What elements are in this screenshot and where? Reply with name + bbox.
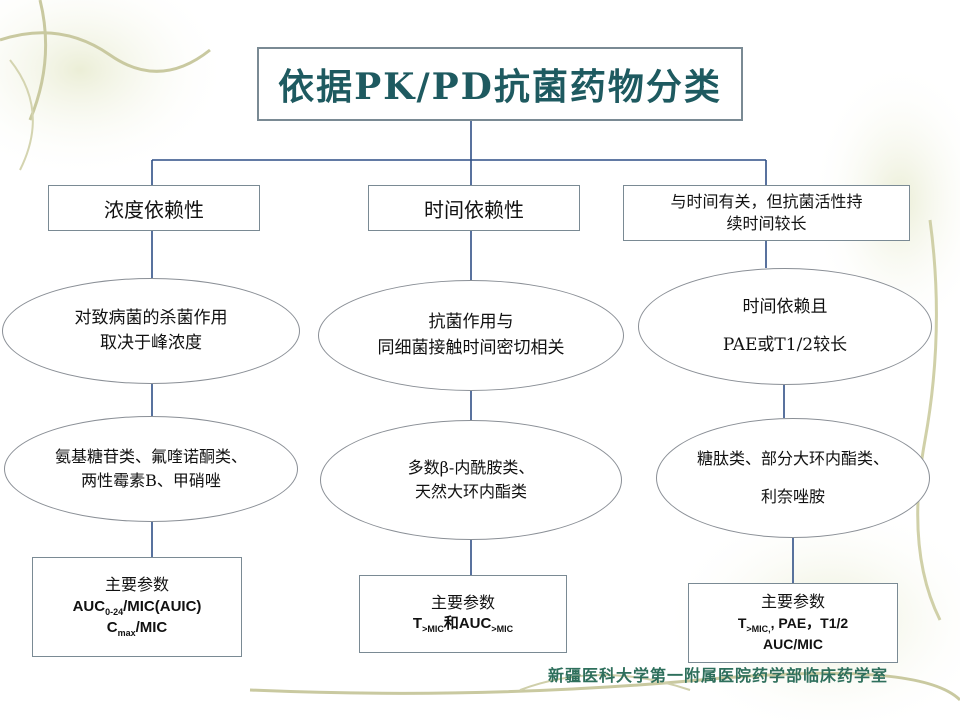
category-label: 时间依赖性 [424,197,524,222]
param-line: AUC/MIC [763,635,823,652]
mechanism-line: PAE或T1/2较长 [722,334,848,355]
params-box-time: 主要参数 T>MIC和AUC>MIC [359,575,567,653]
params-label: 主要参数 [430,594,495,612]
drug-line: 多数β-内酰胺类、 [407,458,535,477]
drug-line: 氨基糖苷类、氟喹诺酮类、 [54,447,247,466]
category-label: 浓度依赖性 [104,197,204,222]
drug-line: 糖肽类、部分大环内酯类、 [696,448,889,468]
mechanism-line: 取决于峰浓度 [100,333,202,353]
drug-line: 两性霉素B、甲硝唑 [81,471,221,490]
params-label: 主要参数 [760,594,825,612]
mechanism-line: 抗菌作用与 [428,312,514,332]
page-title: 依据PK/PD抗菌药物分类 [278,66,722,108]
category-box-time: 时间依赖性 [368,185,580,231]
param-line: T>MIC和AUC>MIC [412,615,514,635]
drug-ellipse-time-prolonged: 糖肽类、部分大环内酯类、 利奈唑胺 [656,418,930,538]
mechanism-ellipse-time: 抗菌作用与 同细菌接触时间密切相关 [318,280,624,391]
category-label: 与时间有关，但抗菌活性持 [670,192,863,212]
mechanism-line: 时间依赖且 [742,297,828,318]
mechanism-ellipse-concentration: 对致病菌的杀菌作用 取决于峰浓度 [2,278,300,384]
drug-ellipse-concentration: 氨基糖苷类、氟喹诺酮类、 两性霉素B、甲硝唑 [4,416,298,522]
footer-credit: 新疆医科大学第一附属医院药学部临床药学室 [548,666,889,685]
params-box-concentration: 主要参数 AUC0-24/MIC(AUIC) Cmax/MIC [32,557,242,657]
param-line: Cmax/MIC [106,618,168,638]
mechanism-line: 同细菌接触时间密切相关 [377,337,565,358]
params-box-time-prolonged: 主要参数 T>MIC,, PAE，T1/2 AUC/MIC [688,583,898,663]
category-box-concentration: 浓度依赖性 [48,185,260,231]
drug-line: 天然大环内酯类 [414,482,527,501]
params-label: 主要参数 [104,577,169,595]
drug-ellipse-time: 多数β-内酰胺类、 天然大环内酯类 [320,420,622,540]
drug-line: 利奈唑胺 [760,487,825,506]
category-label: 续时间较长 [726,214,807,233]
mechanism-ellipse-time-prolonged: 时间依赖且 PAE或T1/2较长 [638,268,932,385]
category-box-time-prolonged: 与时间有关，但抗菌活性持 续时间较长 [623,185,910,241]
param-line: T>MIC,, PAE，T1/2 [737,614,849,634]
param-line: AUC0-24/MIC(AUIC) [72,597,202,617]
title-box: 依据PK/PD抗菌药物分类 [257,47,743,121]
mechanism-line: 对致病菌的杀菌作用 [74,307,228,328]
